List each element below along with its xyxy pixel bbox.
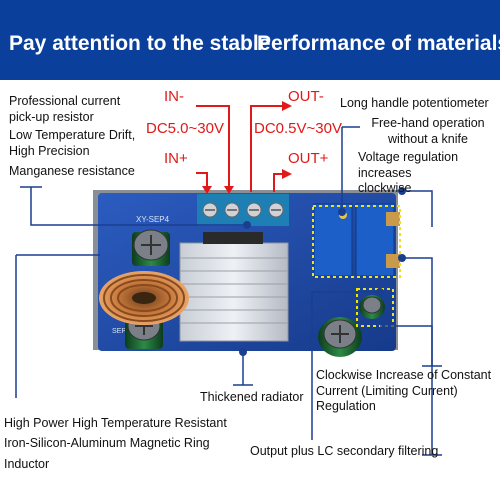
label-out-voltage: DC0.5V~30V bbox=[254, 120, 342, 137]
photo-area: XY-SEP4 SEP4 bbox=[0, 80, 500, 500]
label-resistor: Professional current pick-up resistor bbox=[9, 94, 121, 124]
label-in-minus: IN- bbox=[164, 88, 184, 105]
highlight-potentiometers bbox=[312, 205, 401, 278]
pot-screw-top bbox=[386, 212, 400, 226]
label-inductor-line1: High Power High Temperature Resistant bbox=[4, 416, 227, 430]
label-radiator: Thickened radiator bbox=[200, 390, 304, 404]
output-arrows bbox=[250, 105, 282, 192]
label-in-plus: IN+ bbox=[164, 150, 188, 167]
label-out-minus: OUT- bbox=[288, 88, 324, 105]
capacitor-input bbox=[132, 229, 170, 266]
banner-left-title: Pay attention to the stable bbox=[9, 32, 271, 55]
highlight-lc-filter bbox=[356, 288, 394, 327]
label-manganese: Manganese resistance bbox=[9, 164, 135, 178]
mosfet-chip bbox=[203, 232, 263, 244]
input-arrows bbox=[196, 105, 230, 186]
silk-label-side: SEP4 bbox=[112, 328, 130, 335]
heatsink bbox=[179, 242, 289, 342]
label-out-plus: OUT+ bbox=[288, 150, 329, 167]
label-inductor-line2: Iron-Silicon-Aluminum Magnetic Ring bbox=[4, 436, 210, 450]
label-free-hand: Free-hand operation without a knife bbox=[371, 116, 485, 146]
pot-screw-bottom bbox=[386, 254, 400, 268]
label-in-voltage: DC5.0~30V bbox=[146, 120, 224, 137]
label-potentiometer: Long handle potentiometer bbox=[340, 96, 489, 110]
silk-label-top: XY-SEP4 bbox=[136, 215, 170, 224]
module-illustration: XY-SEP4 SEP4 bbox=[15, 101, 442, 456]
capacitor-output bbox=[318, 317, 362, 357]
toroid-inductor bbox=[99, 271, 189, 325]
title-banner: Pay attention to the stable Performance … bbox=[0, 0, 500, 80]
banner-right-title: Performance of materials bbox=[257, 32, 500, 55]
label-current-reg: Clockwise Increase of Constant Current (… bbox=[316, 368, 492, 414]
label-voltage-reg: Voltage regulation increases clockwise bbox=[358, 150, 459, 196]
annotation-dots bbox=[239, 187, 406, 356]
annotation-lines bbox=[15, 126, 442, 456]
label-inductor-line3: Inductor bbox=[4, 457, 50, 471]
capacitor-small bbox=[359, 295, 385, 319]
label-drift: Low Temperature Drift, High Precision bbox=[9, 128, 136, 158]
label-filtering: Output plus LC secondary filtering bbox=[250, 444, 439, 458]
